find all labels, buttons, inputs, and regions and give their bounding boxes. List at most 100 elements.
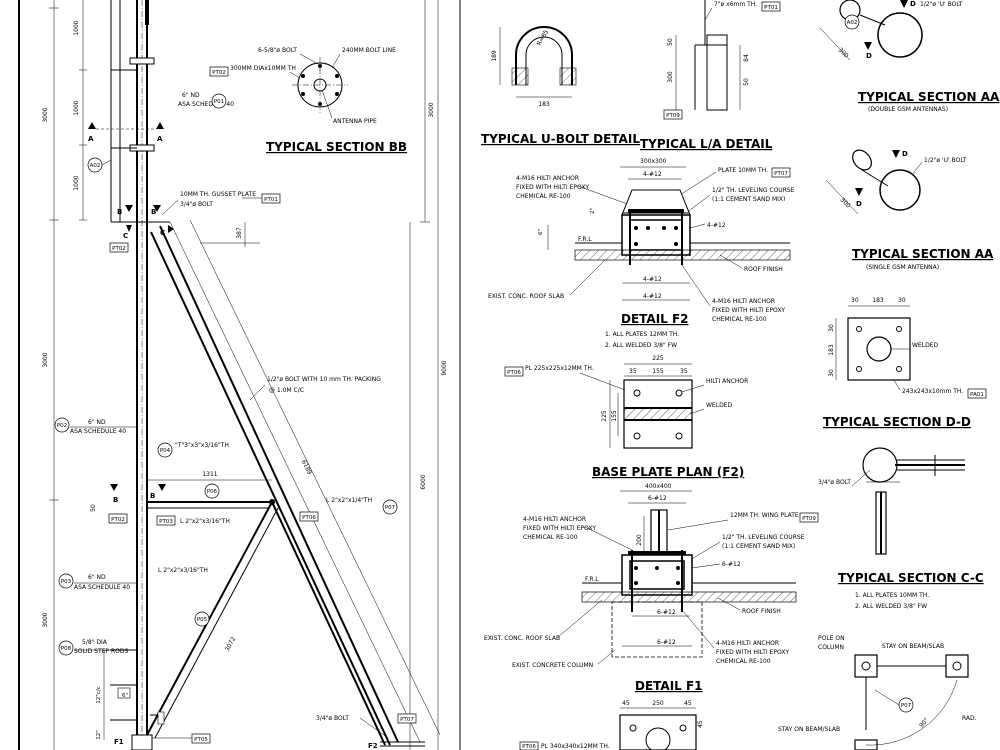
tag-a02-aa: A02 [847, 20, 858, 26]
f1-d250: 250 [652, 700, 664, 707]
bb-plate: 300MM DIAx10MM TH [230, 65, 296, 72]
dd-plate: 243x243x10mm TH. [902, 388, 963, 395]
dim-3072: 3072 [224, 636, 237, 653]
title-detail-f2: DETAIL F2 [621, 312, 689, 326]
sec-b-lower-left: B [113, 496, 118, 504]
bp-pl: PL 225x225x12MM TH. [525, 365, 594, 372]
f2-note1: 1. ALL PLATES 12MM TH. [605, 331, 679, 338]
f1-anchorb2: FIXED WITH HILTI EPOXY [716, 649, 789, 656]
svg-text:PA01: PA01 [970, 392, 984, 398]
aa-d-double-r: D [910, 0, 916, 8]
f2-anchor1: 4-M16 HILTI ANCHOR [516, 175, 579, 182]
tag-p04: P04 [160, 448, 171, 454]
stay-pole: POLE ON [818, 635, 845, 642]
bb-asa: ASA SCHEDULE 40 [178, 101, 234, 108]
note-nd2: 6" ND [88, 574, 106, 581]
title-base-plate: BASE PLATE PLAN (F2) [592, 465, 744, 479]
svg-text:PT07: PT07 [400, 717, 414, 723]
title-ubolt: TYPICAL U-BOLT DETAIL [481, 132, 640, 146]
ubolt-detail: 189 183 R=85 TYPICAL U-BOLT DETAIL [481, 26, 640, 146]
section-cc: 3/4"ø BOLT TYPICAL SECTION C-C 1. ALL PL… [818, 447, 984, 610]
tag-pt05: PT05 [191, 733, 211, 744]
la-84: 84 [743, 54, 750, 62]
f1-d200: 200 [636, 534, 643, 546]
tag-pt02-bb: PT02 [209, 66, 229, 77]
title-sec-dd: TYPICAL SECTION D-D [823, 415, 971, 429]
sheet-borders [18, 0, 461, 750]
svg-text:PT06: PT06 [522, 744, 536, 750]
f2-dim6: 6" [538, 229, 544, 235]
section-bb: 6-5/8"ø BOLT 240MM BOLT LINE 300MM DIAx1… [178, 47, 407, 154]
tag-pt01-la: PT01 [761, 1, 781, 12]
la-300: 300 [667, 71, 674, 83]
stay-rad: RAD. [962, 715, 977, 722]
aa-bolt-double: 1/2"ø 'U' BOLT [920, 1, 963, 8]
f2-anchor3: CHEMICAL RE-100 [516, 193, 571, 200]
f1-roof: ROOF FINISH [742, 608, 781, 615]
lbl-f2: F2 [368, 742, 378, 750]
f2-bars4: 4-#12 [643, 293, 662, 300]
svg-text:PT03: PT03 [159, 519, 173, 525]
note-step2: SOLID STEP RODS [74, 648, 128, 655]
tag-p03: P03 [61, 579, 72, 585]
f1-level1: 1/2" TH. LEVELING COURSE [722, 534, 805, 541]
bb-boltline: 240MM BOLT LINE [342, 47, 396, 54]
tag-p08: P08 [61, 646, 72, 652]
f1-level2: (1:1 CEMENT SAND MIX) [722, 543, 795, 550]
sec-b-upper-left: B [117, 208, 122, 216]
dd-v183: 183 [828, 344, 835, 356]
dd-v30a: 30 [828, 324, 835, 332]
dim-387: 387 [236, 227, 243, 239]
f1-w: 400x400 [645, 483, 672, 490]
note-l2b: L 2"x2"x1/4"TH [326, 497, 372, 504]
f2-note2: 2. ALL WELDED 3/8" FW [605, 342, 677, 349]
note-bolt34-bottom: 3/4"ø BOLT [316, 715, 349, 722]
aa-d-double: D [866, 52, 872, 60]
aa-bolt-single: 1/2"ø 'U' BOLT [924, 157, 967, 164]
note-t3: "T"3"x3"x3/16"TH [175, 442, 229, 449]
dim-6189: 6189 [300, 459, 313, 476]
f2-slab: EXIST. CONC. ROOF SLAB [488, 293, 564, 300]
f1-column: EXIST. CONCRETE COLUMN [512, 662, 593, 669]
tag-pt08-bp: PT06 [504, 366, 524, 377]
bp-225: 225 [652, 355, 664, 362]
f2-frl: F.R.L [578, 236, 592, 243]
bp-35a: 35 [629, 368, 637, 375]
la-top: 7"ø x6mm TH. [714, 1, 757, 8]
f2-anchor2: FIXED WITH HILTI EPOXY [516, 184, 589, 191]
f1-bars2: 6-#12 [722, 561, 741, 568]
sec-a-left: A [88, 135, 94, 143]
cc-note2: 2. ALL WELDED 3/8" FW [855, 603, 927, 610]
tag-p01: P01 [214, 99, 224, 105]
section-aa-single: 300 D D 1/2"ø 'U' BOLT TYPICAL SECTION A… [825, 149, 994, 271]
title-sec-bb: TYPICAL SECTION BB [266, 140, 407, 154]
stay-d90: 90° [918, 717, 930, 730]
f1-d45a: 45 [622, 700, 630, 707]
tag-pt02-lower: PT02 [108, 513, 128, 524]
lbl-f1: F1 [114, 738, 124, 746]
stay-plan: POLE ON COLUMN STAY ON BEAM/SLAB P07 90°… [778, 635, 977, 750]
tag-p05: P05 [197, 617, 208, 623]
stay-pole2: COLUMN [818, 644, 844, 651]
bp-welded: WELDED [706, 402, 732, 409]
title-sec-cc: TYPICAL SECTION C-C [838, 571, 984, 585]
tag-pt09-f1: PT09 [799, 512, 819, 523]
bb-nd: 6" ND [182, 92, 200, 99]
stay-beam1: STAY ON BEAM/SLAB [882, 643, 944, 650]
section-aa-double: A02 300 D D 1/2"ø 'U' BOLT TYPICAL SECTI… [819, 0, 1000, 113]
la-detail: 7"ø x6mm TH. PT01 50 300 84 50 PT09 TYPI… [640, 0, 781, 151]
tag-pt02-upper: PT02 [109, 242, 129, 253]
aa-d-single-b: D [856, 200, 862, 208]
svg-text:PT06: PT06 [302, 515, 316, 521]
f2-anchorb2: FIXED WITH HILTI EPOXY [712, 307, 785, 314]
f2-bars3: 4-#12 [643, 276, 662, 283]
bb-bolt: 6-5/8"ø BOLT [258, 47, 297, 54]
f1-bars3: 6-#12 [657, 609, 676, 616]
dd-v30b: 30 [828, 369, 835, 377]
f1-anchorb1: 4-M16 HILTI ANCHOR [716, 640, 779, 647]
tag-p06: P06 [207, 489, 218, 495]
sec-a-right: A [157, 135, 163, 143]
note-bolt12: 1/2"ø BOLT WITH 10 mm TH. PACKING [267, 376, 381, 383]
f1-bars4: 6-#12 [657, 639, 676, 646]
note-step1: 5/8" DIA [82, 639, 108, 646]
